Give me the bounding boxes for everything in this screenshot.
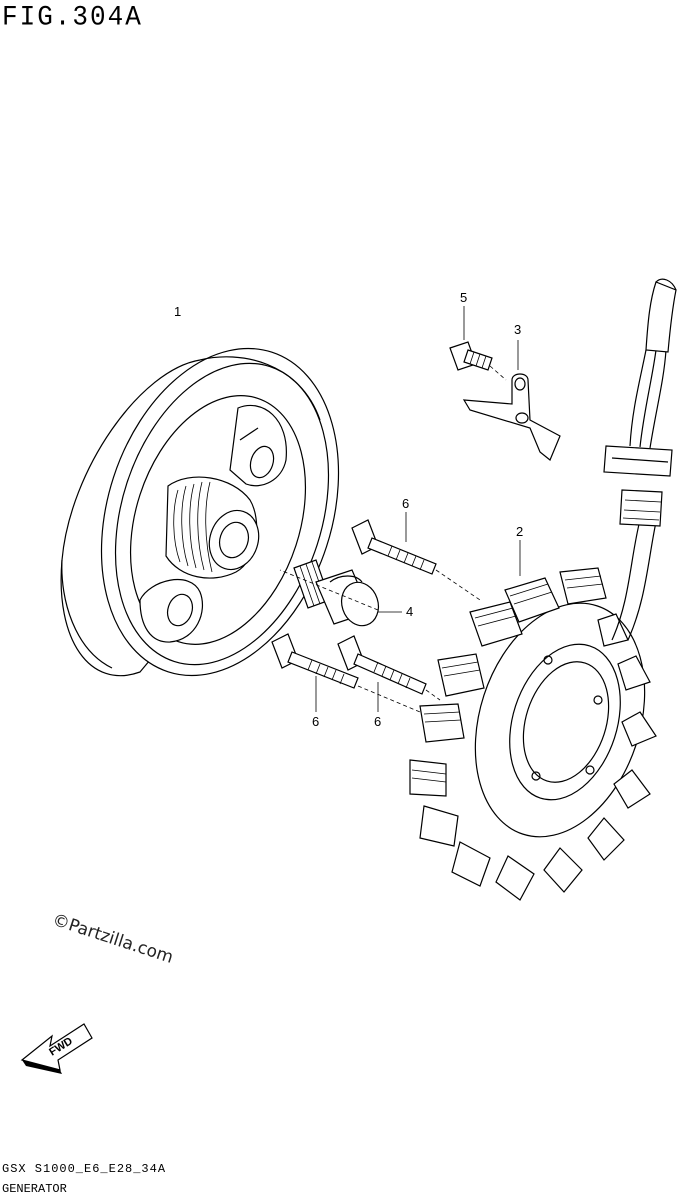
callout-6-lower-right: 6 [374,714,382,729]
bolt-5 [449,341,493,371]
rotor-part [60,347,340,677]
stator-part [409,567,657,901]
callout-5: 5 [460,290,468,305]
stator-bolt-6a [351,519,437,575]
diagram-code: GSX S1000_E6_E28_34A [2,1162,167,1176]
callout-6-lower-left: 6 [312,714,320,729]
callout-3: 3 [514,322,522,337]
callout-6-upper: 6 [402,496,410,511]
rotor-bolt-4 [293,559,380,627]
clamp-bracket [462,373,561,461]
fwd-arrow-icon: FWD [20,1023,93,1074]
diagram-name: GENERATOR [2,1182,67,1196]
wire-harness [603,278,677,641]
callout-4: 4 [406,604,414,619]
stator-bolt-6b [271,633,359,689]
callout-1: 1 [174,304,182,319]
figure-title: FIG.304A [2,1,143,33]
callout-2: 2 [516,524,524,539]
stator-bolt-6c [337,635,427,695]
